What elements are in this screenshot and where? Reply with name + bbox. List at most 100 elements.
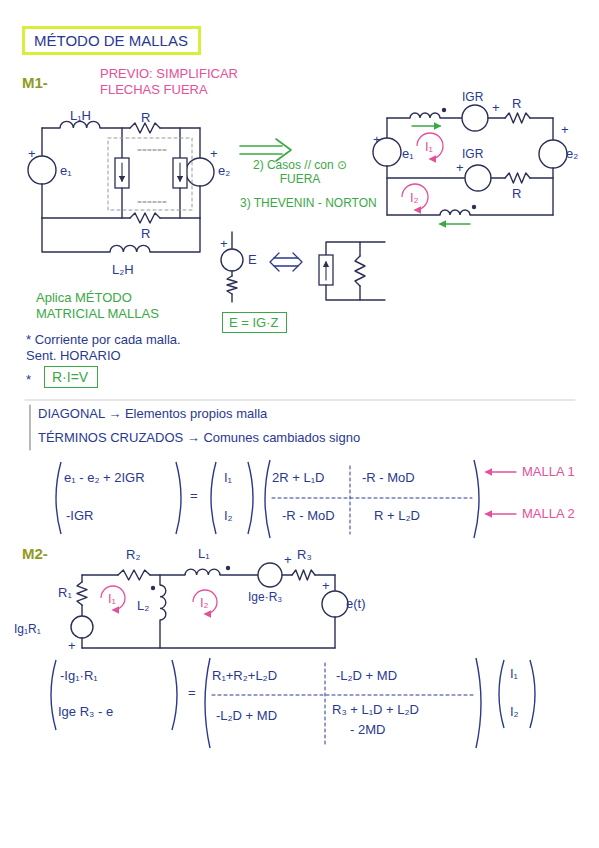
box-text: MÉTODO DE MALLAS <box>34 32 189 49</box>
handwritten-label: + <box>492 100 500 116</box>
handwritten-label: I₂ <box>410 190 419 206</box>
matrix-bracket <box>56 462 61 534</box>
wire <box>199 128 200 158</box>
resistor-symbol <box>130 213 160 223</box>
wire <box>179 128 180 158</box>
wire <box>231 294 232 302</box>
wire <box>386 118 387 138</box>
wire <box>150 574 185 575</box>
wire <box>387 214 440 215</box>
wire <box>387 117 410 118</box>
handwritten-label: e₂ <box>566 146 578 162</box>
handwritten-label: R <box>512 96 521 112</box>
box-text: R·I=V <box>52 369 90 385</box>
matrix-bracket <box>474 460 479 538</box>
current-source-symbol <box>115 158 129 188</box>
wire <box>386 166 387 215</box>
title-box: MÉTODO DE MALLAS <box>22 26 201 55</box>
inductor-symbol <box>110 245 150 252</box>
source-symbol <box>258 563 282 587</box>
transform-arrow <box>276 139 291 161</box>
current-source-symbol <box>173 158 187 188</box>
current-arrow <box>121 163 122 181</box>
mesh-current-arrow <box>193 590 217 614</box>
handwritten-label: 2) Casos // con ⊙ FUERA <box>244 158 356 187</box>
coupling-dot <box>472 205 476 209</box>
dashed-box <box>108 138 192 210</box>
wire <box>42 218 110 252</box>
matrix-bracket <box>265 460 270 538</box>
matrix-divider <box>350 466 351 534</box>
wire <box>359 286 360 300</box>
inductor-symbol <box>410 113 440 118</box>
handwritten-label: e₂ <box>218 163 230 179</box>
handwritten-label: TÉRMINOS CRUZADOS → Comunes cambiados si… <box>38 430 360 446</box>
handwritten-label: Ige·R₃ <box>248 590 282 604</box>
wire <box>42 127 60 128</box>
wire <box>359 242 360 256</box>
handwritten-label: e₁ <box>60 163 72 179</box>
wire <box>150 218 200 252</box>
handwritten-label: -R - MoD <box>282 508 335 524</box>
handwritten-label: R + L₂D <box>374 508 420 524</box>
coupling-dot <box>151 586 155 590</box>
handwritten-label: e₁ <box>402 146 414 162</box>
wire <box>440 117 462 118</box>
wire <box>488 117 505 118</box>
section-number: M2- <box>22 545 48 563</box>
box-text: E = IG·Z <box>229 315 280 330</box>
handwritten-label: L₁H <box>70 108 91 124</box>
handwritten-label: I₁ <box>425 139 433 155</box>
inductor-symbol <box>185 569 220 575</box>
wire <box>82 574 118 575</box>
handwritten-label: 2R + L₁D <box>272 470 324 486</box>
current-arrow <box>412 125 440 126</box>
handwritten-label: L₂H <box>112 262 134 278</box>
handwritten-label: E <box>248 252 257 268</box>
wire <box>159 575 160 585</box>
handwritten-label: + <box>28 146 36 162</box>
handwritten-label: I₂ <box>510 704 519 720</box>
pointer-arrow <box>486 471 516 472</box>
handwritten-label: * <box>26 372 31 388</box>
handwritten-label: IGR <box>462 90 483 104</box>
handwritten-label: I₁ <box>224 470 232 486</box>
ruled-line <box>25 400 575 401</box>
handwritten-label: R₁+R₂+L₂D <box>212 668 277 684</box>
source-symbol <box>465 165 491 191</box>
matrix-bracket <box>176 462 181 534</box>
matrix-bracket <box>205 658 210 748</box>
handwritten-label: = <box>190 488 198 504</box>
wire <box>220 574 258 575</box>
resistor-symbol <box>292 570 315 580</box>
handwritten-label: I₁ <box>108 591 116 607</box>
wire <box>530 177 553 178</box>
handwritten-label: Ig₁R₁ <box>14 622 41 636</box>
coupling-dot <box>442 108 446 112</box>
source-symbol <box>221 249 243 271</box>
handwritten-label: + <box>284 552 292 568</box>
handwritten-label: + <box>373 132 381 148</box>
source-symbol <box>462 105 488 131</box>
handwritten-label: e₁ - e₂ + 2IGR <box>64 470 145 486</box>
matrix-bracket <box>172 660 177 730</box>
handwritten-label: Aplica MÉTODO MATRICIAL MALLAS <box>36 290 176 321</box>
wire <box>491 177 505 178</box>
matrix-bracket <box>499 660 504 728</box>
matrix-bracket <box>211 462 216 534</box>
handwritten-label: R <box>141 226 150 242</box>
handwritten-label: R <box>141 110 150 126</box>
resistor-symbol <box>355 256 365 286</box>
handwritten-label: -L₂D + MD <box>216 708 277 724</box>
handwritten-label: * Corriente por cada malla. Sent. HORARI… <box>26 332 196 363</box>
current-arrow <box>440 223 470 224</box>
wire <box>552 168 553 215</box>
handwritten-label: + <box>210 146 218 162</box>
handwritten-label: R₃ + L₁D + L₂D <box>332 702 419 718</box>
matrix-divider <box>272 498 472 499</box>
wire <box>552 118 553 140</box>
wire <box>326 285 385 300</box>
resistor-symbol <box>77 582 87 605</box>
handwritten-label: I₁ <box>510 666 518 682</box>
handwritten-label: R <box>512 186 521 202</box>
